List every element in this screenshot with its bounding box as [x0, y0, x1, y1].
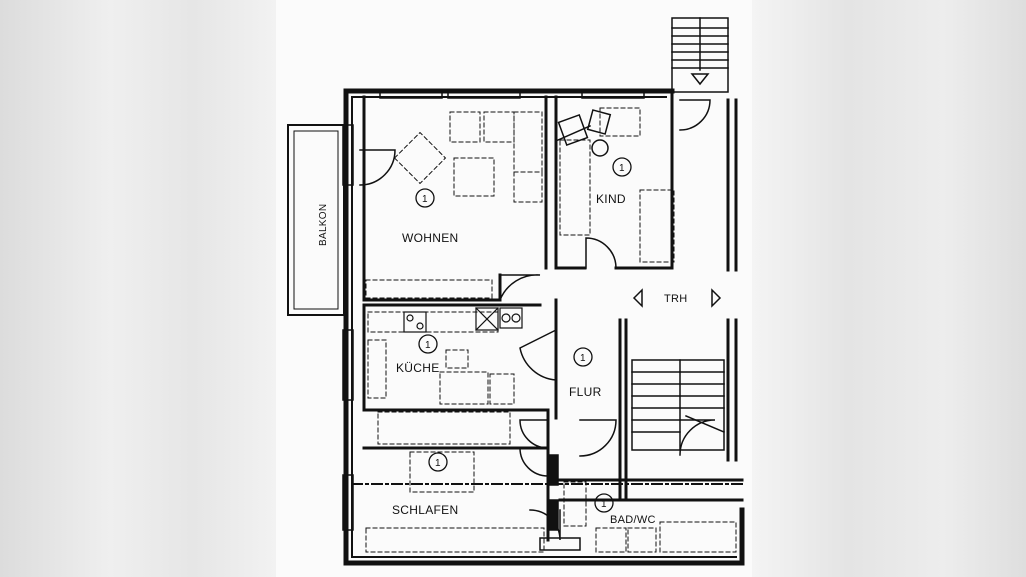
room-label-kueche: KÜCHE	[396, 361, 440, 375]
room-label-wohnen: WOHNEN	[402, 231, 458, 245]
room-label-bad: BAD/WC	[610, 514, 656, 526]
kueche-marker: 1	[425, 340, 431, 351]
room-label-trh: TRH	[664, 293, 688, 305]
stair-top	[671, 17, 729, 93]
bad-marker: 1	[601, 499, 607, 510]
exterior-walls	[343, 88, 745, 566]
backdrop-left	[0, 0, 276, 577]
balcony-outline	[287, 124, 345, 316]
door-swings	[359, 99, 716, 541]
room-markers	[415, 157, 632, 513]
kind-marker: 1	[619, 163, 625, 174]
room-label-schlafen: SCHLAFEN	[392, 503, 458, 517]
room-label-kind: KIND	[596, 192, 626, 206]
stair-right	[631, 359, 725, 451]
room-label-flur: FLUR	[569, 385, 602, 399]
kitchen-appliances	[403, 307, 523, 333]
wohnen-marker: 1	[422, 194, 428, 205]
flur-marker: 1	[580, 353, 586, 364]
interior-walls	[362, 89, 744, 542]
room-label-balkon: BALKON	[318, 204, 329, 246]
backdrop-right	[752, 0, 1026, 577]
schlafen-marker: 1	[435, 458, 441, 469]
trh-arrows	[632, 288, 722, 308]
shaft-blocks	[539, 454, 581, 551]
kids-toys	[557, 109, 612, 157]
